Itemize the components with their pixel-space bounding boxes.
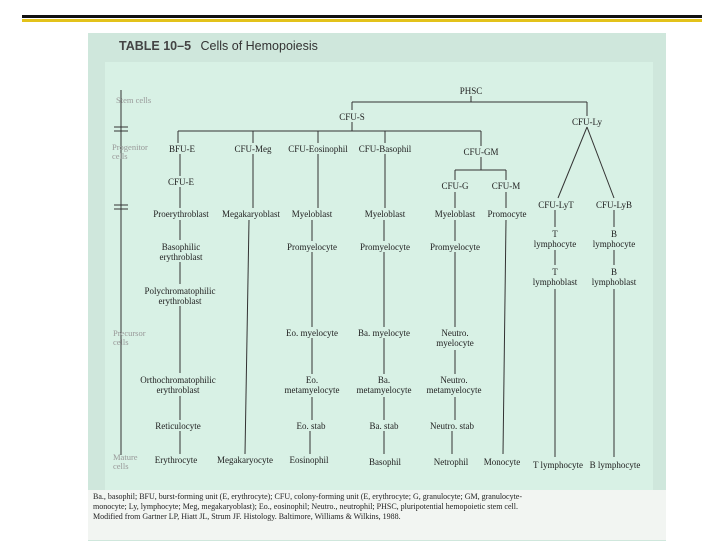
node-megakaryocyte: Megakaryocyte (217, 455, 273, 465)
footnote-line-1: Ba., basophil; BFU, burst-forming unit (… (93, 492, 523, 501)
stage-precursor-line1: Precursor (113, 328, 146, 338)
node-megakaryoblast: Megakaryoblast (222, 209, 280, 219)
node-cfu-eosinophil: CFU-Eosinophil (288, 144, 348, 154)
stage-stem-cells: Stem cells (116, 95, 152, 105)
table-title: TABLE 10–5 Cells of Hemopoiesis (119, 39, 318, 53)
orthochromatophilic-line2: erythroblast (156, 385, 200, 395)
stage-progenitor-line1: Progenitor (112, 142, 148, 152)
ba-metamyelocyte-line2: metamyelocyte (356, 385, 412, 395)
b-lymphoblast-line2: lymphoblast (591, 277, 637, 287)
node-netrophil: Netrophil (433, 457, 469, 467)
basophilic-erythroblast-line1: Basophilic (161, 242, 201, 252)
node-t-lymphocyte: T lymphocyte (532, 460, 584, 470)
node-promyelocyte-ne: Promyelocyte (430, 242, 480, 252)
meg-link-2 (244, 219, 250, 455)
neutro-myelocyte-line1: Neutro. (441, 328, 469, 338)
node-cfu-basophil: CFU-Basophil (358, 144, 412, 154)
b-lymphocyte-early-line2: lymphocyte (592, 239, 636, 249)
stage-precursor-cells: Precursor cells (113, 329, 146, 347)
node-neutro-myelocyte: Neutro. myelocyte (436, 328, 474, 348)
node-polychromatophilic-erythroblast: Polychromatophilic erythroblast (145, 286, 216, 306)
node-phsc: PHSC (459, 86, 483, 96)
footnote-line-2: monocyte; Ly, lymphocyte; Meg, megakaryo… (93, 502, 518, 511)
node-cfu-gm: CFU-GM (463, 147, 499, 157)
node-neutro-stab: Neutro. stab (430, 421, 474, 431)
neutro-metamyelocyte-line2: metamyelocyte (426, 385, 482, 395)
node-eosinophil: Eosinophil (289, 455, 329, 465)
t-lymphocyte-early-line1: T (552, 229, 558, 239)
node-b-lymphocyte-early: B lymphocyte (593, 229, 636, 249)
node-cfu-lyt: CFU-LyT (538, 200, 574, 210)
node-cfu-s: CFU-S (339, 112, 365, 122)
node-myeloblast-ba: Myeloblast (364, 209, 406, 219)
node-eo-metamyelocyte: Eo. metamyelocyte (285, 375, 340, 395)
ba-metamyelocyte-line1: Ba. (377, 375, 391, 385)
node-erythrocyte: Erythrocyte (154, 455, 198, 465)
to-cfu-lyb (586, 126, 615, 199)
stage-precursor-line2: cells (113, 337, 129, 347)
eo-metamyelocyte-line2: metamyelocyte (284, 385, 340, 395)
diagram-panel (105, 62, 653, 490)
header-rule-black (22, 15, 702, 18)
node-eo-stab: Eo. stab (296, 421, 326, 431)
t-lymphocyte-early-line2: lymphocyte (533, 239, 577, 249)
node-basophilic-erythroblast: Basophilic erythroblast (160, 242, 203, 262)
node-promocyte: Promocyte (487, 209, 527, 219)
to-cfu-lyt (557, 126, 588, 199)
table-footnote: Ba., basophil; BFU, burst-forming unit (… (93, 492, 661, 522)
footnote-band (88, 490, 666, 540)
stage-mature-line1: Mature (113, 452, 138, 462)
node-cfu-g: CFU-G (441, 181, 469, 191)
t-lymphoblast-line1: T (552, 267, 558, 277)
node-cfu-m: CFU-M (491, 181, 521, 191)
neutro-myelocyte-line2: myelocyte (436, 338, 474, 348)
node-ba-metamyelocyte: Ba. metamyelocyte (357, 375, 412, 395)
node-neutro-metamyelocyte: Neutro. metamyelocyte (427, 375, 482, 395)
node-ba-stab: Ba. stab (369, 421, 399, 431)
node-cfu-ly: CFU-Ly (571, 117, 603, 127)
node-t-lymphoblast: T lymphoblast (533, 267, 578, 287)
b-lymphocyte-early-line1: B (610, 229, 617, 239)
node-promyelocyte-ba: Promyelocyte (360, 242, 410, 252)
node-b-lymphocyte: B lymphocyte (589, 460, 641, 470)
footnote-line-3: Modified from Gartner LP, Hiatt JL, Stru… (93, 512, 401, 521)
node-proerythroblast: Proerythroblast (153, 209, 209, 219)
t-lymphoblast-line2: lymphoblast (532, 277, 578, 287)
node-basophil: Basophil (368, 457, 402, 467)
node-promyelocyte-eo: Promyelocyte (287, 242, 337, 252)
table-title-text: Cells of Hemopoiesis (200, 39, 318, 53)
stage-progenitor-line2: cells (112, 151, 128, 161)
node-myeloblast-ne: Myeloblast (434, 209, 476, 219)
table-label: TABLE 10–5 (119, 39, 192, 53)
node-cfu-lyb: CFU-LyB (595, 200, 633, 210)
eo-metamyelocyte-line1: Eo. (305, 375, 319, 385)
node-orthochromatophilic-erythroblast: Orthochromatophilic erythroblast (140, 375, 215, 395)
node-cfu-meg: CFU-Meg (234, 144, 272, 154)
node-bfu-e: BFU-E (168, 144, 196, 154)
node-ba-myelocyte: Ba. myelocyte (358, 328, 410, 338)
node-eo-myelocyte: Eo. myelocyte (286, 328, 338, 338)
orthochromatophilic-line1: Orthochromatophilic (140, 375, 216, 385)
basophilic-erythroblast-line2: erythroblast (159, 252, 203, 262)
neutro-metamyelocyte-line1: Neutro. (440, 375, 468, 385)
node-cfu-e: CFU-E (167, 177, 195, 187)
node-reticulocyte: Reticulocyte (155, 421, 201, 431)
stage-mature-line2: cells (113, 461, 129, 471)
header-rule-yellow (22, 19, 702, 22)
b-lymphoblast-line1: B (610, 267, 617, 277)
node-t-lymphocyte-early: T lymphocyte (534, 229, 577, 249)
stage-mature-cells: Mature cells (113, 453, 138, 471)
mono-link-2 (502, 219, 507, 455)
node-b-lymphoblast: B lymphoblast (592, 267, 637, 287)
stage-progenitor-cells: Progenitor cells (112, 143, 148, 161)
polychromatophilic-line2: erythroblast (158, 296, 202, 306)
node-monocyte: Monocyte (483, 457, 521, 467)
polychromatophilic-line1: Polychromatophilic (144, 286, 216, 296)
node-myeloblast-eo: Myeloblast (291, 209, 333, 219)
